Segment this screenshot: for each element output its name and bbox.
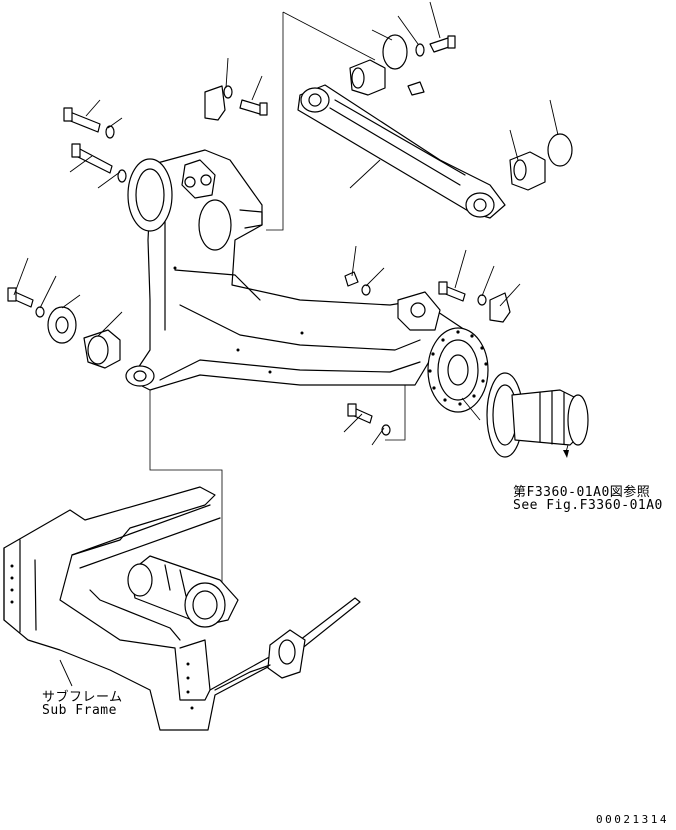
bushing-right	[509, 151, 546, 191]
shim-plate	[47, 34, 573, 344]
assembly-relation-lines	[149, 11, 406, 595]
rear-axle-support-frame	[125, 149, 471, 391]
reference-note-jp: 第F3360-01A0図参照	[513, 485, 651, 500]
reference-note-en: See Fig.F3360-01A0	[513, 498, 663, 513]
bushing-left	[83, 329, 121, 369]
subframe-label-en: Sub Frame	[42, 703, 117, 718]
leader-lines	[13, 1, 559, 446]
subframe-leader	[59, 659, 73, 687]
torque-rod	[297, 84, 506, 219]
fasteners	[7, 35, 487, 436]
subframe-label-jp: サブフレーム	[42, 690, 123, 705]
right-axle-flange	[427, 327, 489, 413]
plate-number: 00021314	[596, 813, 669, 826]
sub-frame	[3, 486, 361, 731]
bushing-upper	[349, 59, 386, 96]
axle-shaft	[486, 372, 589, 458]
